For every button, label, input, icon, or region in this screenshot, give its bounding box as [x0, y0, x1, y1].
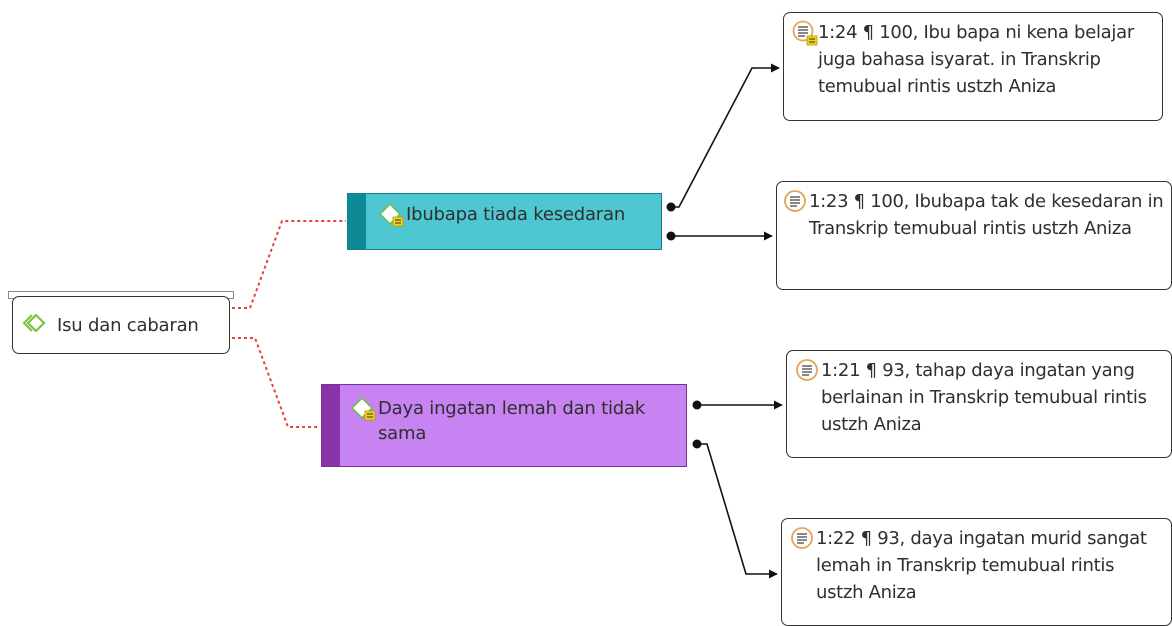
quotation-icon: [795, 358, 821, 384]
quotation-icon: [783, 189, 809, 215]
quotation-label: 1:22 ¶ 93, daya ingatan murid sangat lem…: [816, 528, 1147, 603]
quotation-node-1-22[interactable]: 1:22 ¶ 93, daya ingatan murid sangat lem…: [781, 518, 1172, 626]
code-with-memo-icon: [350, 396, 376, 422]
code-node-label: Ibubapa tiada kesedaran: [406, 204, 626, 225]
code-color-stripe: [322, 385, 340, 466]
link-root-to-code1: [232, 220, 346, 309]
quotation-label: 1:24 ¶ 100, Ibu bapa ni kena belajar jug…: [818, 22, 1134, 97]
quotation-with-memo-icon: [792, 20, 818, 46]
arrow-code1-to-quote1: [671, 63, 780, 208]
code-node-ibubapa[interactable]: Ibubapa tiada kesedaran: [347, 193, 662, 250]
root-node-label: Isu dan cabaran: [57, 314, 199, 336]
link-root-to-code2: [232, 337, 320, 428]
quotation-node-1-23[interactable]: 1:23 ¶ 100, Ibubapa tak de kesedaran in …: [776, 181, 1172, 290]
quotation-label: 1:23 ¶ 100, Ibubapa tak de kesedaran in …: [809, 191, 1164, 239]
quotation-icon: [790, 526, 816, 552]
quotation-node-1-24[interactable]: 1:24 ¶ 100, Ibu bapa ni kena belajar jug…: [783, 12, 1163, 121]
code-node-label: Daya ingatan lemah dan tidak sama: [378, 398, 646, 444]
arrow-code2-to-quote4: [697, 443, 778, 579]
quotation-label: 1:21 ¶ 93, tahap daya ingatan yang berla…: [821, 360, 1147, 435]
root-node[interactable]: Isu dan cabaran: [12, 296, 230, 354]
code-node-daya-ingatan[interactable]: Daya ingatan lemah dan tidak sama: [321, 384, 687, 467]
code-with-memo-icon: [378, 202, 404, 228]
quotation-node-1-21[interactable]: 1:21 ¶ 93, tahap daya ingatan yang berla…: [786, 350, 1172, 458]
code-color-stripe: [348, 194, 366, 249]
code-group-icon: [22, 313, 49, 336]
